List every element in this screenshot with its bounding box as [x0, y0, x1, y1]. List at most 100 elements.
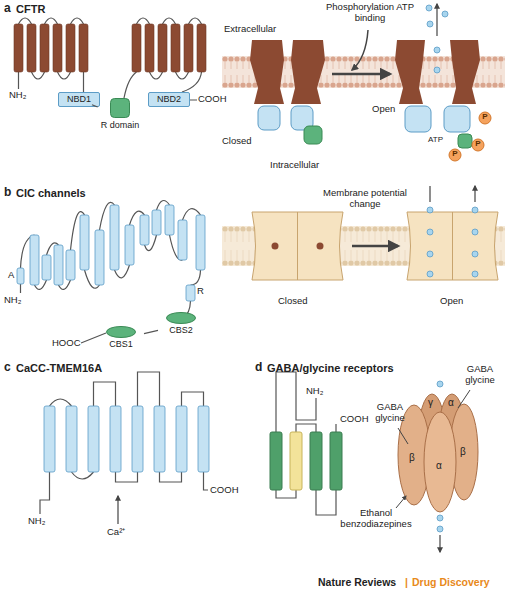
domain-oval: CBS1 — [98, 326, 144, 352]
channel-body — [407, 212, 498, 280]
ligand-label: GABA glycine — [370, 402, 410, 424]
tm-helix — [40, 24, 49, 72]
cbs-oval — [106, 326, 136, 338]
helix — [186, 285, 195, 301]
loop-line — [21, 201, 201, 343]
terminus-label: COOH — [198, 94, 227, 105]
ion-dot — [437, 381, 443, 387]
ion-dot — [472, 251, 478, 257]
tm-helix — [197, 24, 206, 72]
terminus-label: COOH — [340, 414, 369, 425]
domain-box: NBD1 — [58, 92, 100, 107]
connector-line — [92, 105, 98, 107]
channel-divider — [452, 212, 453, 280]
subunit-label: γ — [428, 397, 433, 409]
helix — [152, 210, 161, 235]
helix-label: R — [197, 286, 204, 297]
helix — [110, 205, 119, 270]
ion-dot — [472, 207, 478, 213]
helix — [88, 406, 99, 472]
separator: | — [405, 576, 408, 588]
phosphate-label: P — [472, 139, 484, 148]
nbd-shape — [405, 106, 431, 132]
ion-dot — [427, 229, 433, 235]
ligand-label: GABA glycine — [460, 364, 500, 386]
ion-dot — [426, 5, 432, 11]
cbs-oval — [166, 312, 196, 324]
gate-dot — [272, 243, 279, 250]
binding-arrow — [117, 496, 118, 524]
panel-letter: b — [4, 186, 11, 200]
transition-arrow — [332, 73, 390, 76]
region-label: Extracellular — [224, 24, 276, 35]
domain-box: NBD2 — [148, 92, 190, 107]
subunit-label: β — [409, 452, 415, 464]
phosphate-label: P — [479, 112, 491, 121]
helix — [165, 205, 174, 235]
channel-half — [291, 40, 325, 104]
terminus-label: NH₂ — [306, 386, 323, 397]
helix — [44, 406, 55, 472]
helix-label: A — [8, 270, 14, 281]
helix — [290, 432, 302, 490]
helix — [330, 432, 342, 490]
tm-helix — [132, 24, 141, 72]
helix — [178, 220, 187, 260]
panel-title: CFTR — [16, 3, 45, 16]
channel-half — [250, 40, 284, 104]
transition-arrow — [352, 30, 368, 70]
ion-dot — [427, 21, 433, 27]
tm-helix — [27, 24, 36, 72]
pointer-arrow — [396, 390, 470, 508]
helix — [310, 432, 322, 490]
subunit-label: α — [436, 460, 442, 472]
tm-helix — [145, 24, 154, 72]
phosphate-circle — [472, 139, 484, 151]
nbd-shape — [258, 106, 280, 130]
gate-dot — [317, 243, 324, 250]
state-label: Closed — [278, 296, 308, 307]
terminus-label: NH₂ — [4, 295, 21, 306]
r-domain-square — [110, 98, 130, 118]
journal-name: Drug Discovery — [412, 576, 490, 588]
ion-dot — [437, 526, 443, 532]
ion-dot — [442, 11, 448, 17]
phosphate-circle — [479, 112, 491, 124]
ion-dot — [437, 515, 443, 521]
panel-title: CaCC-TMEM16A — [16, 362, 102, 375]
channel-half — [450, 40, 480, 104]
ion-label: Ca²⁺ — [107, 527, 125, 538]
loop-line — [124, 18, 202, 100]
flow-arrow — [439, 535, 440, 552]
helix — [66, 406, 77, 472]
node-label: CBS2 — [158, 325, 204, 335]
terminus-label: COOH — [210, 485, 239, 496]
r-domain-shape — [458, 134, 472, 148]
ion-dot — [427, 251, 433, 257]
terminus-label: HOOC — [52, 338, 81, 349]
helix — [176, 406, 187, 472]
ion-dot — [434, 47, 440, 53]
node-label: NBD1 — [59, 93, 99, 106]
tm-helix — [53, 24, 62, 72]
transition-arrow — [352, 245, 398, 248]
panel-title: GABA/glycine receptors — [267, 362, 394, 375]
subunit-label: β — [460, 446, 466, 458]
nbd-shape — [444, 106, 470, 132]
helix — [198, 406, 209, 472]
process-label: Phosphorylation ATP binding — [325, 2, 415, 24]
panel-letter: c — [4, 361, 11, 375]
process-label: Membrane potential change — [320, 188, 410, 210]
node-label: CBS1 — [98, 339, 144, 349]
terminus-label: NH₂ — [28, 516, 45, 527]
cbs-fill — [107, 327, 136, 338]
tm-helix — [184, 24, 193, 72]
subunit-label: α — [448, 397, 454, 409]
connector-line — [144, 330, 158, 333]
ion-dot — [472, 229, 478, 235]
region-label: Intracellular — [270, 160, 319, 171]
channel-half — [395, 40, 425, 104]
